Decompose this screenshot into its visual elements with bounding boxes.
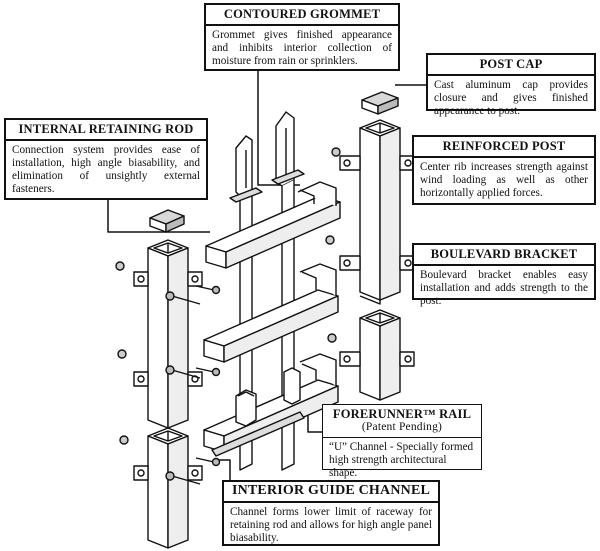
bolts-left-upper bbox=[165, 285, 221, 379]
reinforced-post-lower-left bbox=[133, 427, 221, 549]
boulevard-bracket-upper-right bbox=[339, 155, 415, 271]
contoured-grommet bbox=[229, 169, 305, 203]
interior-guide-channel bbox=[211, 411, 305, 457]
callout-title: INTERNAL RETAINING ROD bbox=[6, 120, 206, 141]
callout-post-cap: POST CAP Cast aluminum cap provides clos… bbox=[426, 53, 596, 117]
callout-body: Boulevard bracket enables easy installat… bbox=[420, 269, 588, 307]
callout-forerunner-rail: FORERUNNER™ RAIL (Patent Pending) “U” Ch… bbox=[322, 404, 482, 479]
callout-body: Connection system provides ease of insta… bbox=[12, 144, 200, 195]
reinforced-post-upper-right bbox=[359, 119, 401, 305]
callout-interior-guide-channel: INTERIOR GUIDE CHANNEL Channel forms low… bbox=[222, 480, 440, 546]
callout-internal-retaining-rod: INTERNAL RETAINING ROD Connection system… bbox=[4, 118, 208, 200]
callout-title: INTERIOR GUIDE CHANNEL bbox=[224, 482, 438, 503]
callout-title: BOULEVARD BRACKET bbox=[414, 245, 594, 266]
callout-body: “U” Channel - Specially formed high stre… bbox=[329, 441, 474, 479]
nuts-upper-right bbox=[325, 147, 341, 245]
callout-body: Grommet gives finished appearance and in… bbox=[212, 29, 392, 67]
forerunner-rail-middle bbox=[203, 263, 339, 363]
callout-title-text: FORERUNNER™ RAIL bbox=[332, 407, 472, 421]
callout-title: CONTOURED GROMMET bbox=[206, 5, 398, 26]
callout-body: Center rib increases strength against wi… bbox=[420, 161, 588, 199]
reinforced-post-upper-left bbox=[147, 239, 189, 429]
forerunner-rail-top bbox=[205, 181, 341, 269]
picket-stubs-bottom bbox=[235, 367, 301, 427]
post-cap-right bbox=[361, 91, 399, 115]
forerunner-rail-bottom bbox=[203, 353, 339, 453]
callout-contoured-grommet: CONTOURED GROMMET Grommet gives finished… bbox=[204, 3, 400, 71]
callout-body: Cast aluminum cap provides closure and g… bbox=[434, 79, 588, 117]
callout-reinforced-post: REINFORCED POST Center rib increases str… bbox=[412, 135, 596, 205]
reinforced-post-lower-right bbox=[339, 309, 415, 401]
callout-title: POST CAP bbox=[428, 55, 594, 76]
callout-boulevard-bracket: BOULEVARD BRACKET Boulevard bracket enab… bbox=[412, 243, 596, 307]
post-cap-left bbox=[149, 209, 185, 233]
callout-body: Channel forms lower limit of raceway for… bbox=[230, 506, 432, 544]
nuts-lower-right bbox=[327, 333, 337, 343]
callout-subtitle: (Patent Pending) bbox=[361, 421, 443, 433]
callout-title: REINFORCED POST bbox=[414, 137, 594, 158]
callout-title: FORERUNNER™ RAIL (Patent Pending) bbox=[323, 405, 481, 438]
nuts-left bbox=[115, 261, 129, 445]
